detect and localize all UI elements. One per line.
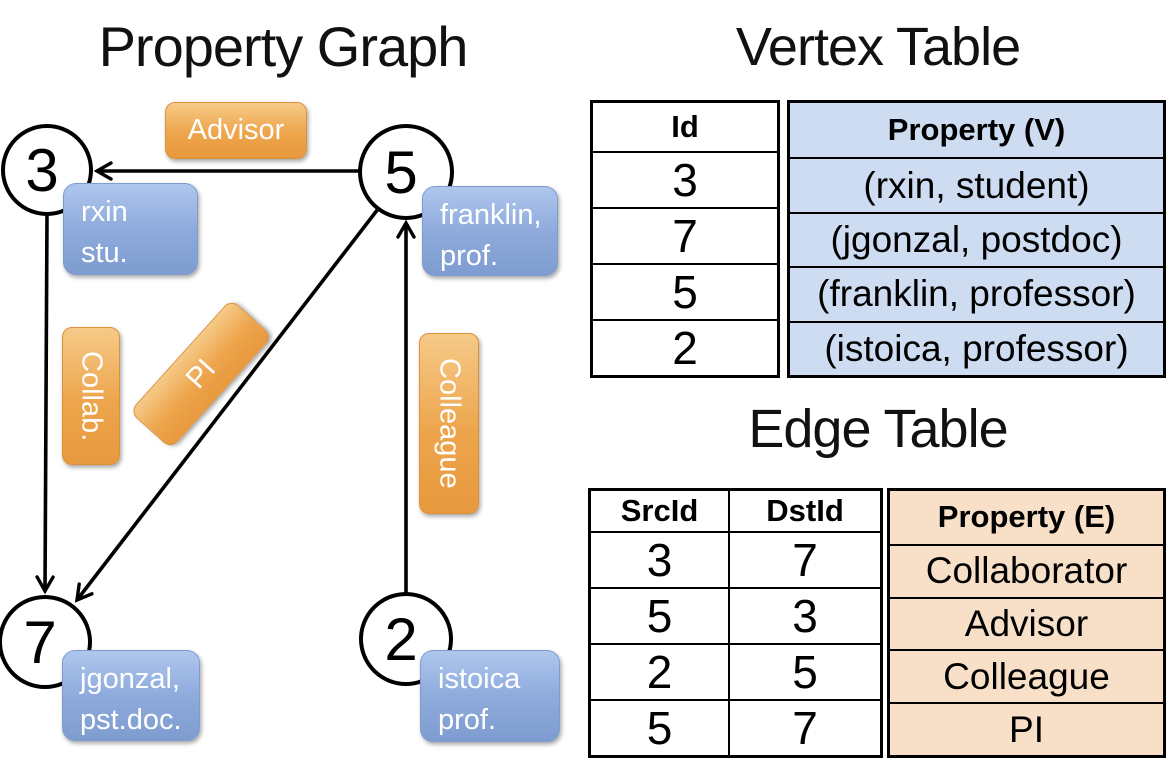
vertex-table-id-cell: 3 (593, 151, 777, 207)
property-graph-canvas (0, 124, 454, 689)
graph-edges (35, 161, 416, 603)
vertex-property-box-3: rxin stu. (63, 183, 198, 275)
edge-table-header-property: Property (E) (937, 499, 1116, 535)
edge-table-id-columns: SrcId DstId 3 7 5 3 2 5 5 7 (588, 488, 883, 758)
vertex-property-line: prof. (438, 704, 497, 737)
vertex-table-property-column: Property (V) (rxin, student) (jgonzal, p… (787, 100, 1166, 378)
edge-table-property-column: Property (E) Collaborator Advisor Collea… (887, 488, 1166, 758)
vertex-property-line: istoica (438, 663, 521, 695)
vertex-property-line: prof. (440, 240, 499, 273)
edge-table-property-cell: Advisor (890, 596, 1163, 650)
vertex-table-property-cell: (franklin, professor) (790, 266, 1163, 320)
node-id-5: 5 (384, 138, 418, 206)
node-id-3: 3 (25, 136, 59, 204)
edge-table-title: Edge Table (748, 399, 1008, 459)
edge-table-srcid-cell: 2 (591, 643, 728, 699)
node-id-7: 7 (23, 608, 57, 676)
edge-3-to-7 (35, 213, 55, 595)
vertex-property-box-7: jgonzal, pst.doc. (62, 650, 200, 741)
edge-table-property-cell: Colleague (890, 649, 1163, 702)
edge-table-property-cell: PI (890, 702, 1163, 755)
edge-table-dstid-cell: 5 (728, 643, 880, 699)
vertex-property-line: pst.doc. (80, 704, 182, 737)
edge-label-colleague: Colleague (419, 333, 479, 514)
vertex-property-line: stu. (81, 237, 128, 270)
vertex-table-id-column: Id 3 7 5 2 (590, 100, 780, 378)
vertex-property-line: jgonzal, (80, 663, 180, 695)
edge-label-collaborator: Collab. (62, 327, 120, 465)
vertex-table-property-cell: (istoica, professor) (790, 320, 1163, 375)
edge-table-srcid-cell: 3 (591, 531, 728, 587)
edge-label-advisor: Advisor (165, 102, 307, 159)
vertex-table-property-cell: (rxin, student) (790, 157, 1163, 211)
vertex-table-header-id: Id (671, 109, 699, 144)
property-graph-title: Property Graph (98, 15, 469, 78)
vertex-table-header-property: Property (V) (887, 112, 1066, 148)
edge-table-dstid-cell: 3 (728, 587, 880, 643)
edge-table-srcid-cell: 5 (591, 587, 728, 643)
vertex-table-property-cell: (jgonzal, postdoc) (790, 211, 1163, 266)
vertex-table-id-cell: 2 (593, 319, 777, 375)
vertex-property-box-5: franklin, prof. (422, 186, 558, 276)
vertex-property-line: rxin (81, 196, 128, 228)
edge-table-header-dstid: DstId (728, 491, 880, 531)
edge-table-dstid-cell: 7 (728, 531, 880, 587)
vertex-table-id-cell: 5 (593, 263, 777, 319)
vertex-table-id-cell: 7 (593, 207, 777, 263)
edge-table-dstid-cell: 7 (728, 699, 880, 755)
vertex-property-line: franklin, (440, 199, 542, 231)
edge-table-property-cell: Collaborator (890, 543, 1163, 597)
edge-5-to-7 (74, 207, 380, 603)
vertex-table-title: Vertex Table (735, 17, 1021, 77)
vertex-property-box-2: istoica prof. (420, 650, 560, 742)
node-id-2: 2 (384, 605, 418, 673)
edge-table-header-srcid: SrcId (620, 493, 699, 528)
edge-table-srcid-cell: 5 (591, 699, 728, 755)
